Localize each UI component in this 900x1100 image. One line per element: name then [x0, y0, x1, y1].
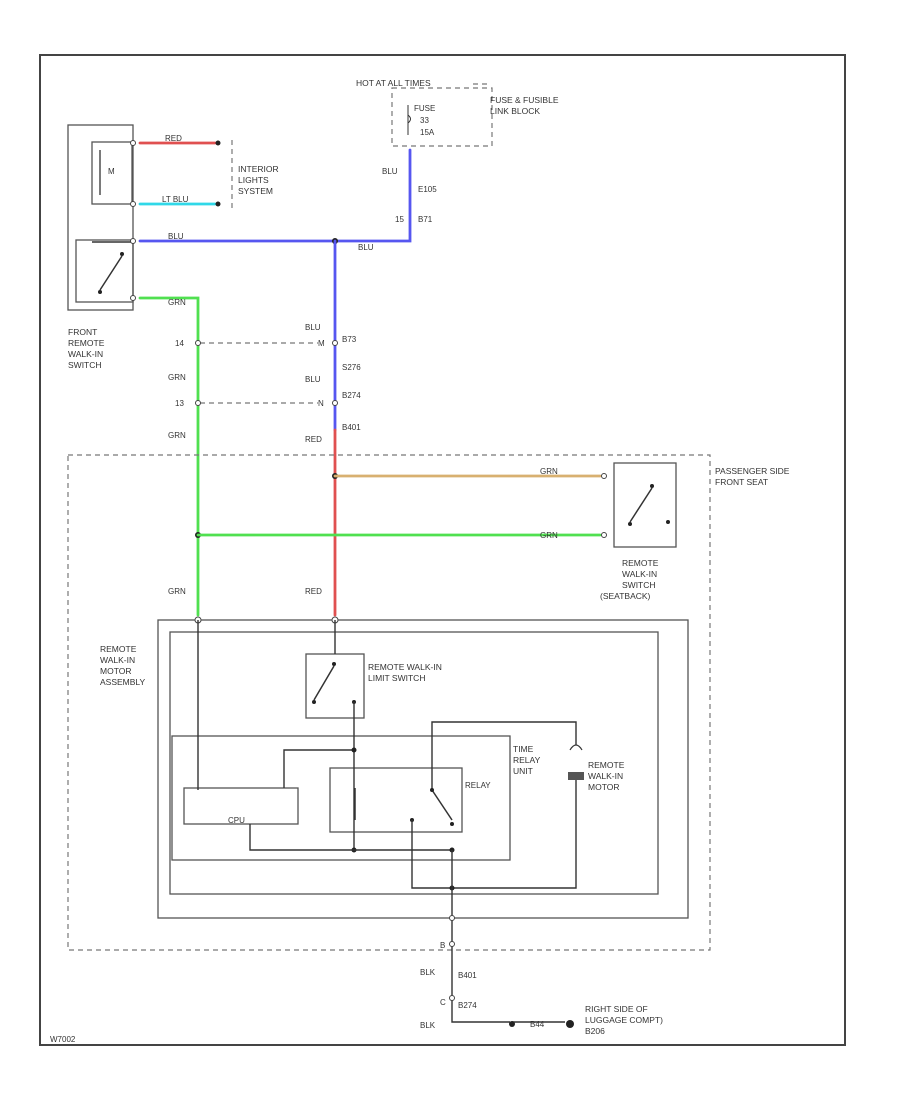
motor-asm-label-4: ASSEMBLY	[100, 677, 146, 687]
interior-label-3: SYSTEM	[238, 186, 273, 196]
wire-grn-low-label: GRN	[540, 531, 558, 540]
seatback-walkin-switch: REMOTE WALK-IN SWITCH (SEATBACK)	[600, 462, 677, 601]
motor-label-3: MOTOR	[588, 782, 619, 792]
wire-blu-main	[138, 148, 412, 243]
fuse-label: FUSE	[414, 104, 435, 113]
conn-b401-label: B401	[342, 423, 361, 432]
wire-red-mid-label: RED	[305, 435, 322, 444]
conn-b44-label: B44	[530, 1020, 545, 1029]
psf-label-2: FRONT SEAT	[715, 477, 768, 487]
hot-at-all-times-label: HOT AT ALL TIMES	[356, 78, 431, 88]
front-switch-label-4: SWITCH	[68, 360, 102, 370]
front-switch-label-1: FRONT	[68, 327, 97, 337]
front-switch-label-3: WALK-IN	[68, 349, 103, 359]
wire-red-label: RED	[165, 134, 182, 143]
svg-text:M: M	[108, 167, 115, 176]
conn-e105-label: E105	[418, 185, 437, 194]
wire-grn-mid1-label: GRN	[168, 373, 186, 382]
motor-label-2: WALK-IN	[588, 771, 623, 781]
ground-label-2: LUGGAGE COMPT)	[585, 1015, 663, 1025]
fuse-rating-label: 15A	[420, 128, 435, 137]
wire-blk-2-label: BLK	[420, 1021, 436, 1030]
conn-b71-label: B71	[418, 215, 433, 224]
wire-ltblu-label: LT BLU	[162, 195, 189, 204]
wire-blu-mid2-label: BLU	[305, 375, 321, 384]
timer-label-2: RELAY	[513, 755, 541, 765]
wire-grn-top-label: GRN	[168, 298, 186, 307]
wire-blu-top-label: BLU	[382, 167, 398, 176]
conn-s276-label: S276	[342, 363, 361, 372]
wire-grn-tan-label: GRN	[540, 467, 558, 476]
passenger-seat-area	[67, 454, 711, 951]
limit-label-1: REMOTE WALK-IN	[368, 662, 442, 672]
pin-14-label: 14	[175, 339, 184, 348]
diagram-id: W7002	[50, 1035, 76, 1044]
timer-label-1: TIME	[513, 744, 534, 754]
pin-15-label: 15	[395, 215, 404, 224]
pin-13-label: 13	[175, 399, 184, 408]
conn-b274-label: B274	[342, 391, 361, 400]
fuse-number-label: 33	[420, 116, 429, 125]
rws-label-3: SWITCH	[622, 580, 656, 590]
rws-label-2: WALK-IN	[622, 569, 657, 579]
fuse-block: HOT AT ALL TIMES FUSE 33 15A FUSE & FUSI…	[356, 78, 559, 147]
motor-asm-label-1: REMOTE	[100, 644, 137, 654]
motor-asm-label-3: MOTOR	[100, 666, 131, 676]
ground-label-3: B206	[585, 1026, 605, 1036]
psf-label-1: PASSENGER SIDE	[715, 466, 790, 476]
conn-b73-label: B73	[342, 335, 357, 344]
front-switch-label-2: REMOTE	[68, 338, 105, 348]
pin-m-label: M	[318, 339, 325, 348]
rws-label-1: REMOTE	[622, 558, 659, 568]
pin-b-bottom-label: B	[440, 941, 445, 950]
pin-c-label: C	[440, 998, 446, 1007]
limit-label-2: LIMIT SWITCH	[368, 673, 425, 683]
rws-label-4: (SEATBACK)	[600, 591, 651, 601]
fuse-block-label-2: LINK BLOCK	[490, 106, 540, 116]
wire-blu-mid1-label: BLU	[305, 323, 321, 332]
conn-b274-bottom-label: B274	[458, 1001, 477, 1010]
motor-assembly: REMOTE WALK-IN MOTOR ASSEMBLY REMOTE WAL…	[100, 616, 689, 919]
pin-n-label: N	[318, 399, 324, 408]
cpu-label: CPU	[228, 816, 245, 825]
wire-red-bottom-label: RED	[305, 587, 322, 596]
wire-blu-right-label: BLU	[358, 243, 374, 252]
motor-label-1: REMOTE	[588, 760, 625, 770]
ground-circuit: B BLK B401 C B274 BLK B44 RIGHT SIDE OF …	[420, 850, 663, 1036]
wire-grn-vertical	[138, 296, 200, 617]
interior-lights-system: INTERIOR LIGHTS SYSTEM	[231, 140, 279, 210]
interior-label-2: LIGHTS	[238, 175, 269, 185]
ground-label-1: RIGHT SIDE OF	[585, 1004, 648, 1014]
front-remote-walkin-switch: M FRONT REMOTE WALK-IN SWITCH	[67, 124, 134, 370]
wire-blk-1-label: BLK	[420, 968, 436, 977]
wire-grn-bottom-label: GRN	[168, 587, 186, 596]
motor-asm-label-2: WALK-IN	[100, 655, 135, 665]
diagram-frame	[39, 54, 846, 1046]
relay-label: RELAY	[465, 781, 491, 790]
wire-grn-mid2-label: GRN	[168, 431, 186, 440]
wire-blu-left-label: BLU	[168, 232, 184, 241]
conn-b401-bottom-label: B401	[458, 971, 477, 980]
timer-label-3: UNIT	[513, 766, 533, 776]
fuse-block-label-1: FUSE & FUSIBLE	[490, 95, 559, 105]
interior-label-1: INTERIOR	[238, 164, 279, 174]
